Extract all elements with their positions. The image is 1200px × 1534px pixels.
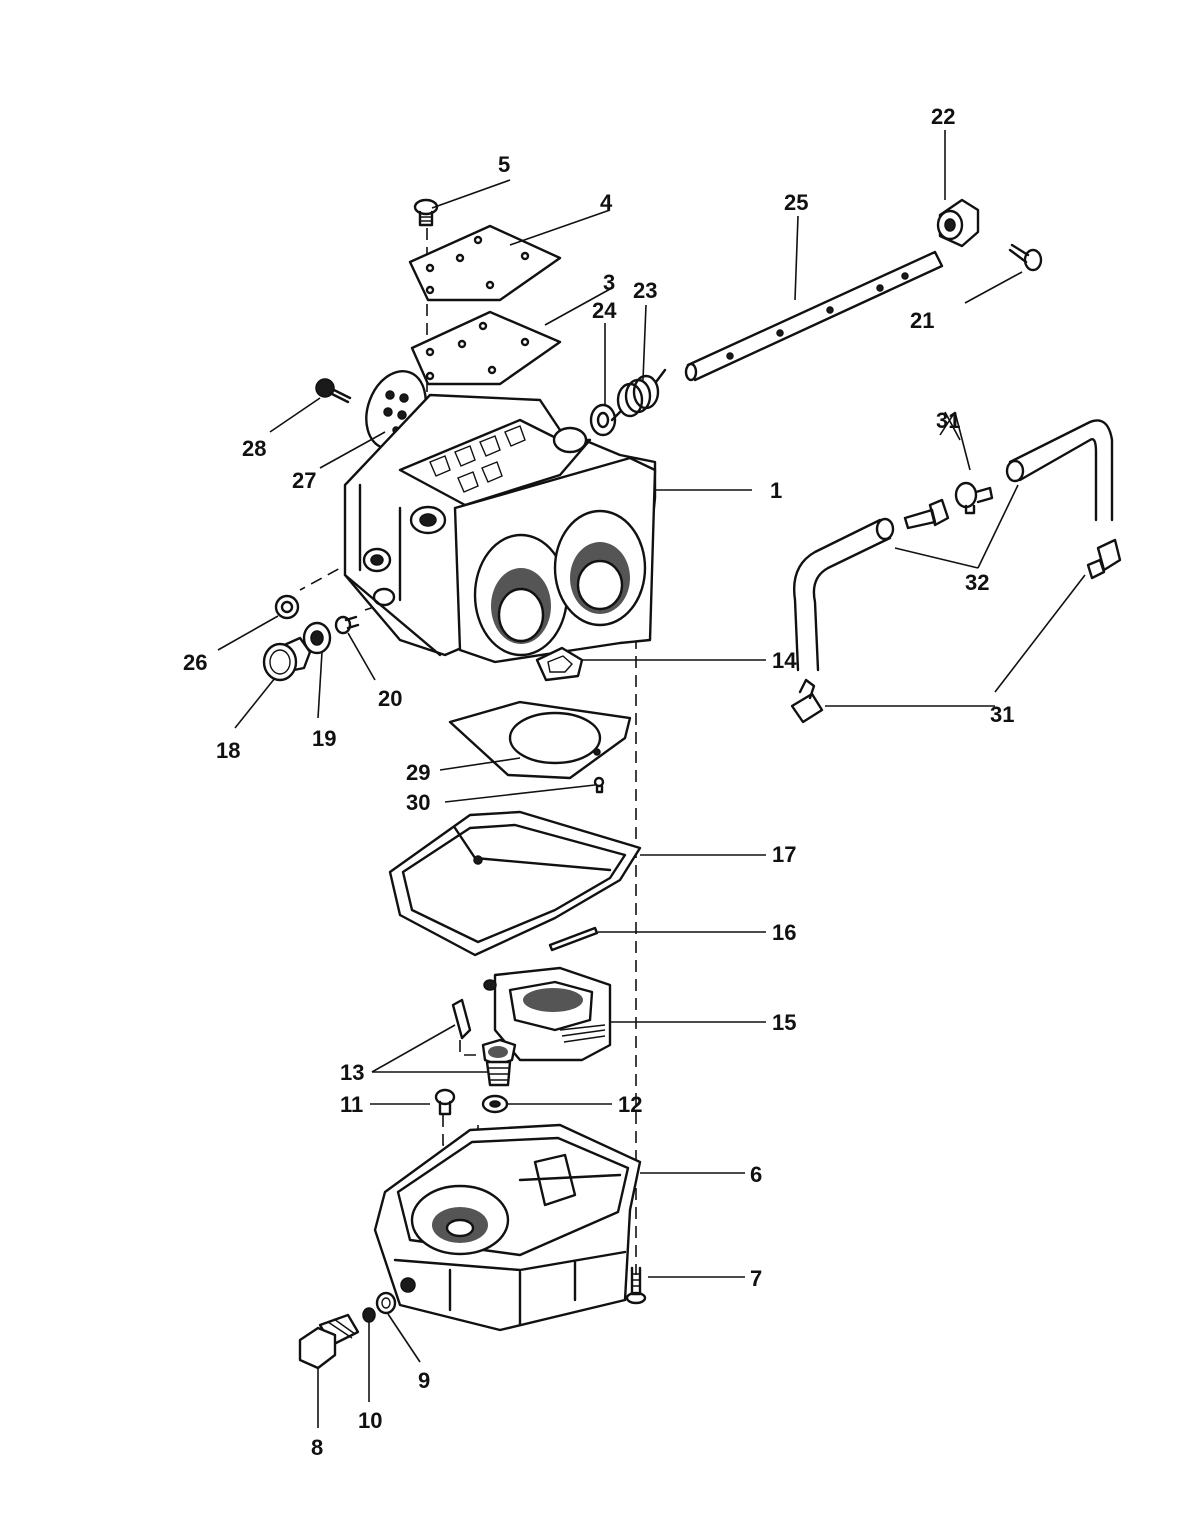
callout-18: 18 (216, 738, 240, 763)
callout-13: 13 (340, 1060, 364, 1085)
part-12-washer (481, 1094, 509, 1114)
leader-5 (431, 179, 511, 209)
callout-7: 7 (750, 1266, 762, 1291)
part-11-screw (434, 1088, 456, 1116)
leader-27 (319, 431, 386, 469)
part-20-screw (334, 615, 360, 635)
callout-5: 5 (498, 152, 510, 177)
part-18-plug (262, 636, 312, 682)
callout-14: 14 (772, 648, 797, 673)
callout-31-top: 31 (936, 408, 960, 433)
callout-6: 6 (750, 1162, 762, 1187)
part-32-fuel-hoses (793, 419, 1114, 672)
callout-32: 32 (965, 570, 989, 595)
leader-25 (794, 215, 799, 301)
part-7-screw (625, 1266, 647, 1305)
part-21-screw (1008, 243, 1043, 272)
part-22-throttle-lever (936, 198, 980, 248)
leader-9 (387, 1313, 421, 1363)
part-31-fittings (790, 481, 1122, 724)
callout-21: 21 (910, 308, 934, 333)
part-1-carburetor-body (343, 393, 657, 664)
callout-23: 23 (633, 278, 657, 303)
part-5-screw (413, 198, 439, 227)
callout-4: 4 (600, 190, 613, 215)
callout-27: 27 (292, 468, 316, 493)
part-30-screw (593, 776, 605, 794)
leader-20 (347, 632, 376, 681)
leader-26 (217, 615, 279, 651)
callout-24: 24 (592, 298, 617, 323)
part-24-washer (589, 403, 617, 437)
callout-11: 11 (340, 1092, 363, 1117)
callout-labels: 5 4 3 24 23 25 22 21 1 28 27 26 19 20 18… (183, 104, 1014, 1460)
part-3-gasket (410, 310, 562, 386)
callout-22: 22 (931, 104, 955, 129)
callout-3: 3 (603, 270, 615, 295)
part-6-float-bowl (373, 1123, 642, 1332)
part-8-drain-plug (298, 1313, 360, 1370)
part-26-clip (274, 594, 300, 620)
callout-31-bottom: 31 (990, 702, 1014, 727)
callout-16: 16 (772, 920, 796, 945)
leader-28 (269, 397, 321, 433)
leader-32b (977, 484, 1019, 569)
part-16-pin (548, 926, 599, 952)
leader-31b (954, 411, 971, 471)
part-17-gasket (388, 810, 642, 957)
leader-30 (444, 784, 596, 803)
callout-8: 8 (311, 1435, 323, 1460)
leader-3 (544, 287, 613, 326)
callout-9: 9 (418, 1368, 430, 1393)
part-19-washer (302, 621, 332, 655)
callout-25: 25 (784, 190, 808, 215)
part-25-throttle-shaft (684, 250, 944, 382)
part-13-needle-seat (451, 998, 517, 1087)
callout-10: 10 (358, 1408, 382, 1433)
leader-29 (439, 757, 521, 771)
part-29-gasket-plate (448, 700, 632, 780)
leader-13a (371, 1024, 456, 1073)
callout-17: 17 (772, 842, 796, 867)
part-23-spring (610, 368, 667, 422)
callout-12: 12 (618, 1092, 642, 1117)
callout-15: 15 (772, 1010, 796, 1035)
callout-1: 1 (770, 478, 782, 503)
part-9-washer (375, 1291, 397, 1315)
part-10-jet (362, 1307, 376, 1323)
leader-23 (642, 304, 647, 381)
part-14-gasket (535, 646, 584, 682)
leader-4 (509, 209, 611, 246)
part-4-cover-plate (408, 224, 562, 302)
leader-18 (234, 677, 276, 729)
leader-31a (939, 411, 956, 436)
leader-31c (944, 411, 961, 441)
callout-19: 19 (312, 726, 336, 751)
leader-19 (317, 651, 323, 719)
callout-30: 30 (406, 790, 430, 815)
callout-26: 26 (183, 650, 207, 675)
callout-29: 29 (406, 760, 430, 785)
leader-lines (217, 130, 1086, 1428)
leader-21 (964, 271, 1023, 304)
callout-28: 28 (242, 436, 266, 461)
callout-20: 20 (378, 686, 402, 711)
leader-31e (994, 574, 1086, 693)
leader-32a (894, 547, 979, 569)
part-28-screw (315, 378, 352, 404)
part-15-float (483, 966, 612, 1062)
